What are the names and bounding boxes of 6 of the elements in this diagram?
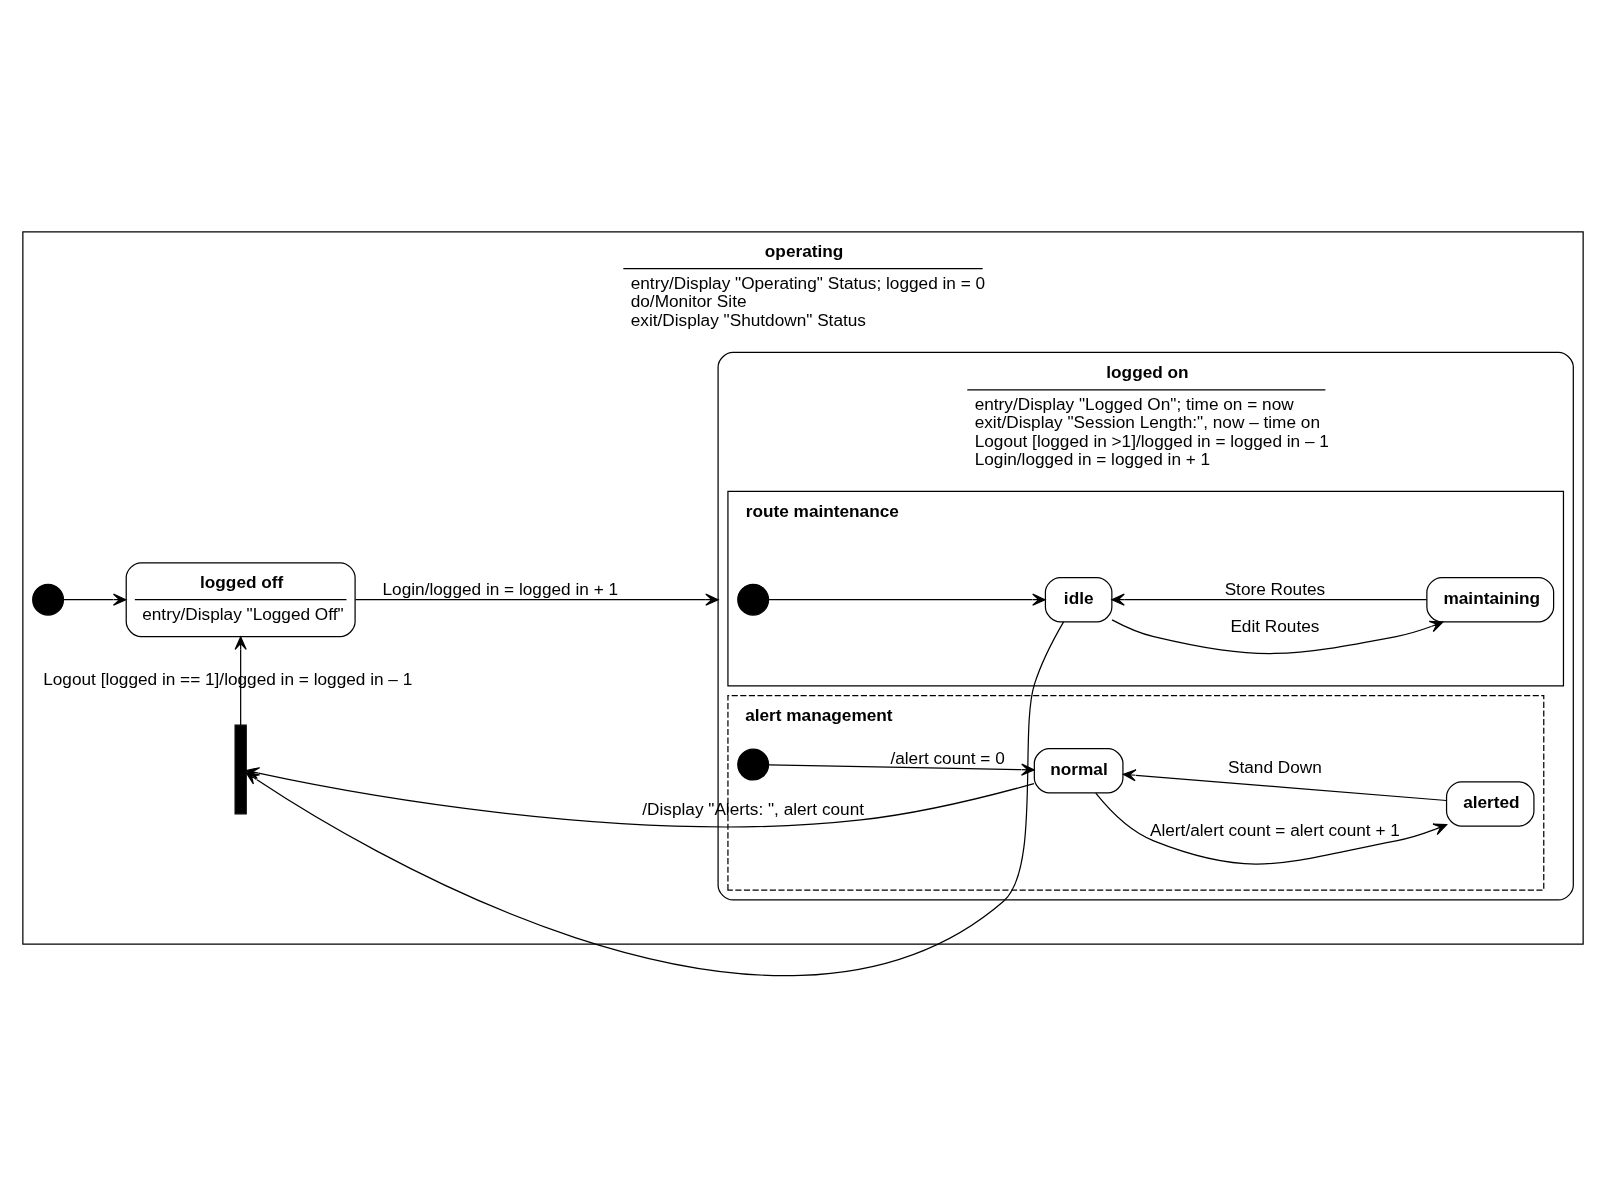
edge-label: Alert/alert count = alert count + 1 [1149,819,1400,840]
edge-label: Login/logged in = logged in + 1 [382,578,619,599]
edge-label: Store Routes [1224,578,1326,599]
edge-label: Stand Down [1227,756,1322,777]
edge-label: /alert count = 0 [890,747,1005,768]
edge-label: Edit Routes [1230,615,1320,636]
